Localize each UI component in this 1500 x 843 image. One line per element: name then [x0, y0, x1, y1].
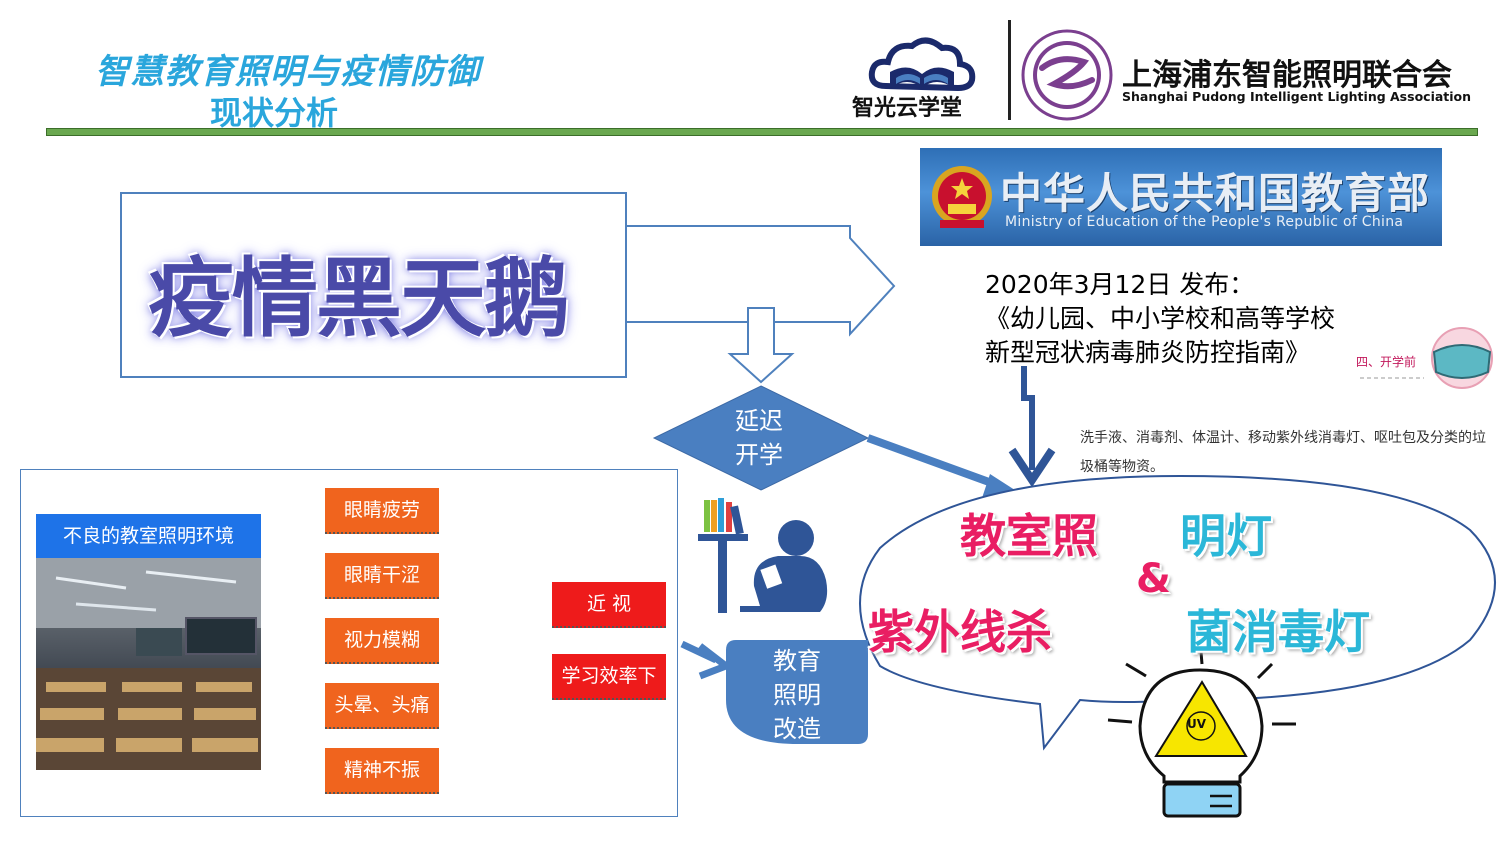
page-title: 智慧教育照明与疫情防御: [95, 52, 480, 92]
ampersand: &: [1136, 556, 1171, 602]
publication-title-2: 新型冠状病毒肺炎防控指南》: [985, 338, 1311, 367]
symptom-blurred-vision: 视力模糊: [325, 618, 439, 664]
edu-line-3: 改造: [773, 715, 821, 743]
logo-divider: [1008, 20, 1011, 120]
zhiguang-logo-text: 智光云学堂: [852, 96, 963, 121]
header-rule: [46, 128, 1478, 136]
association-name: 上海浦东智能照明联合会: [1122, 58, 1452, 93]
publication-date: 2020年3月12日 发布：: [985, 270, 1255, 299]
right-arrow-icon: [622, 225, 896, 337]
association-name-en: Shanghai Pudong Intelligent Lighting Ass…: [1122, 89, 1472, 104]
page-subtitle: 现状分析: [210, 94, 339, 132]
classroom-lamp-text-a: 教室照: [960, 509, 1098, 563]
ministry-banner: [920, 148, 1442, 246]
edu-line-2: 照明: [773, 681, 821, 709]
delay-school-text: 延迟 开学: [735, 404, 783, 472]
national-emblem-icon: [932, 166, 992, 228]
ministry-name: 中华人民共和国教育部: [1000, 169, 1431, 218]
association-seal-icon: [1021, 29, 1113, 121]
edu-line-1: 教育: [773, 647, 821, 675]
cloud-book-logo-icon: [868, 37, 976, 92]
outcome-myopia: 近 视: [552, 582, 666, 628]
supplies-text: 洗手液、消毒剂、体温计、移动紫外线消毒灯、呕吐包及分类的垃圾桶等物资。: [1080, 430, 1486, 475]
classroom-photo: [36, 558, 261, 770]
delay-line-2: 开学: [735, 441, 783, 469]
uv-lamp-text-a: 紫外线杀: [868, 605, 1052, 659]
epidemic-label: 疫情黑天鹅: [148, 249, 570, 349]
down-arrow-icon: [727, 307, 795, 384]
publication-title-1: 《幼儿园、中小学校和高等学校: [985, 304, 1336, 333]
uv-label: UV: [1187, 717, 1207, 731]
symptom-eye-fatigue: 眼睛疲劳: [325, 488, 439, 534]
ministry-name-en: Ministry of Education of the People's Re…: [1005, 214, 1404, 230]
mask-label: 四、开学前: [1356, 355, 1417, 369]
edu-lighting-retrofit: 教育 照明 改造: [766, 644, 828, 746]
symptom-low-spirits: 精神不振: [325, 748, 439, 794]
symptom-headache: 头晕、头痛: [325, 683, 439, 729]
outcome-low-efficiency: 学习效率下: [552, 654, 666, 700]
classroom-illustration: [36, 558, 261, 770]
epidemic-box: [120, 192, 627, 378]
delay-diamond: [652, 385, 870, 491]
classroom-lamp-text-b: 明灯: [1180, 509, 1272, 563]
bad-environment-title: 不良的教室照明环境: [36, 514, 261, 558]
delay-line-1: 延迟: [735, 407, 783, 435]
symptom-dry-eyes: 眼睛干涩: [325, 553, 439, 599]
uv-lamp-text-b: 菌消毒灯: [1186, 605, 1370, 659]
publication-note: 2020年3月12日 发布： 《幼儿园、中小学校和高等学校 新型冠状病毒肺炎防控…: [985, 268, 1335, 370]
